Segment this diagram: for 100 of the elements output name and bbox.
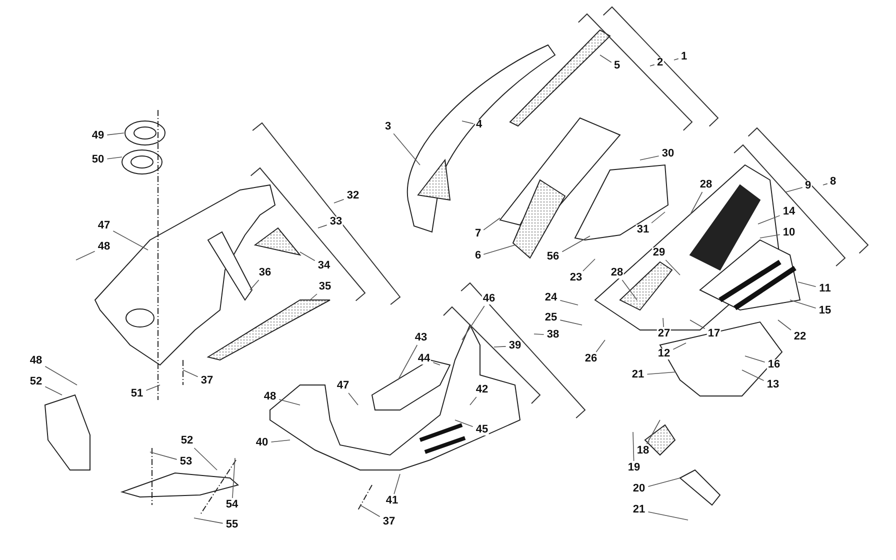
leader-line bbox=[778, 320, 792, 330]
leader-line bbox=[646, 372, 676, 375]
callout-number: 55 bbox=[224, 520, 240, 530]
leader-line bbox=[300, 252, 316, 262]
leader-line bbox=[432, 362, 440, 366]
leader-line bbox=[150, 452, 178, 460]
leader-line bbox=[672, 342, 686, 350]
callout-number: 6 bbox=[474, 250, 482, 262]
callout-number: 8 bbox=[828, 176, 838, 188]
callout-number: 4 bbox=[474, 120, 484, 130]
leader-line bbox=[562, 236, 590, 252]
callout-number: 11 bbox=[818, 284, 832, 294]
leader-line bbox=[534, 334, 544, 335]
leader-line bbox=[648, 511, 688, 520]
leader-line bbox=[348, 392, 358, 406]
callout-number: 51 bbox=[130, 388, 144, 400]
callout-number: 26 bbox=[584, 354, 598, 364]
callout-number: 44 bbox=[416, 354, 432, 364]
leader-line bbox=[560, 320, 582, 326]
callout-number: 42 bbox=[474, 384, 490, 396]
leader-line bbox=[690, 192, 703, 216]
leader-line bbox=[194, 448, 218, 470]
leader-line bbox=[822, 183, 828, 186]
leader-line bbox=[310, 294, 318, 300]
callout-number: 28 bbox=[610, 268, 624, 278]
leader-line bbox=[582, 258, 596, 272]
leader-line bbox=[454, 420, 474, 427]
callout-number: 17 bbox=[706, 328, 722, 340]
callout-number: 1 bbox=[680, 52, 688, 62]
callout-number: 10 bbox=[782, 228, 796, 238]
leader-line bbox=[640, 156, 660, 160]
callout-number: 39 bbox=[508, 340, 522, 352]
leader-line bbox=[760, 234, 780, 238]
callout-number: 43 bbox=[414, 332, 428, 344]
callout-number: 50 bbox=[90, 154, 106, 166]
callout-number: 52 bbox=[28, 376, 44, 388]
leader-line bbox=[182, 370, 198, 378]
leader-line bbox=[632, 432, 634, 462]
leader-line bbox=[106, 156, 122, 160]
callout-number: 37 bbox=[382, 516, 396, 528]
callout-number: 34 bbox=[316, 260, 332, 272]
leader-line bbox=[596, 340, 606, 352]
leader-line bbox=[106, 132, 124, 136]
callout-number: 3 bbox=[384, 122, 392, 132]
callout-number: 45 bbox=[474, 424, 490, 436]
callout-number: 30 bbox=[660, 148, 676, 160]
leader-line bbox=[742, 370, 764, 381]
leader-line bbox=[44, 366, 78, 386]
leader-line bbox=[146, 384, 160, 391]
callout-number: 19 bbox=[626, 462, 642, 474]
callout-number: 18 bbox=[636, 446, 650, 456]
callout-number: 47 bbox=[96, 220, 112, 232]
callout-number: 48 bbox=[28, 356, 44, 366]
callout-number: 15 bbox=[818, 306, 832, 316]
leader-line bbox=[648, 478, 680, 487]
leader-line bbox=[646, 420, 660, 444]
leader-line bbox=[674, 58, 679, 60]
leader-line bbox=[194, 518, 224, 524]
callout-number: 29 bbox=[652, 248, 666, 258]
leader-line bbox=[494, 346, 506, 348]
callout-number: 49 bbox=[90, 130, 106, 142]
leader-line bbox=[360, 504, 380, 517]
callout-number: 20 bbox=[632, 484, 646, 494]
callout-number: 32 bbox=[346, 190, 360, 202]
callout-number: 35 bbox=[318, 282, 332, 292]
leader-line bbox=[112, 230, 148, 250]
leader-line bbox=[650, 64, 655, 66]
callout-number: 47 bbox=[336, 380, 350, 392]
leader-line bbox=[560, 300, 578, 306]
callout-number: 48 bbox=[96, 242, 112, 252]
leader-line bbox=[270, 440, 290, 442]
leader-line bbox=[76, 250, 96, 260]
leader-line bbox=[398, 344, 418, 380]
callout-number: 9 bbox=[804, 180, 812, 192]
callout-number: 13 bbox=[766, 380, 780, 390]
callout-number: 22 bbox=[792, 332, 808, 342]
callout-number: 41 bbox=[384, 496, 400, 506]
leader-line bbox=[483, 218, 500, 230]
callout-number: 46 bbox=[482, 294, 496, 304]
callout-number: 38 bbox=[546, 330, 560, 340]
callout-number: 53 bbox=[178, 456, 194, 468]
leader-line bbox=[462, 120, 474, 124]
leader-line bbox=[665, 260, 680, 276]
leader-line bbox=[790, 300, 816, 308]
callout-number: 56 bbox=[546, 252, 560, 262]
leader-line bbox=[622, 280, 638, 300]
callout-number: 28 bbox=[698, 180, 714, 190]
leader-line bbox=[278, 399, 300, 406]
leader-line bbox=[758, 215, 780, 224]
leader-line bbox=[334, 198, 344, 204]
callout-number: 5 bbox=[612, 60, 622, 72]
callout-number: 21 bbox=[632, 504, 646, 516]
leader-line bbox=[470, 396, 477, 406]
leader-line bbox=[600, 54, 612, 63]
callout-number: 16 bbox=[766, 360, 782, 370]
callout-number: 14 bbox=[782, 206, 796, 218]
callout-number: 24 bbox=[544, 292, 558, 304]
leader-line bbox=[232, 458, 236, 498]
leader-line bbox=[651, 212, 666, 224]
callout-number: 37 bbox=[200, 376, 214, 386]
